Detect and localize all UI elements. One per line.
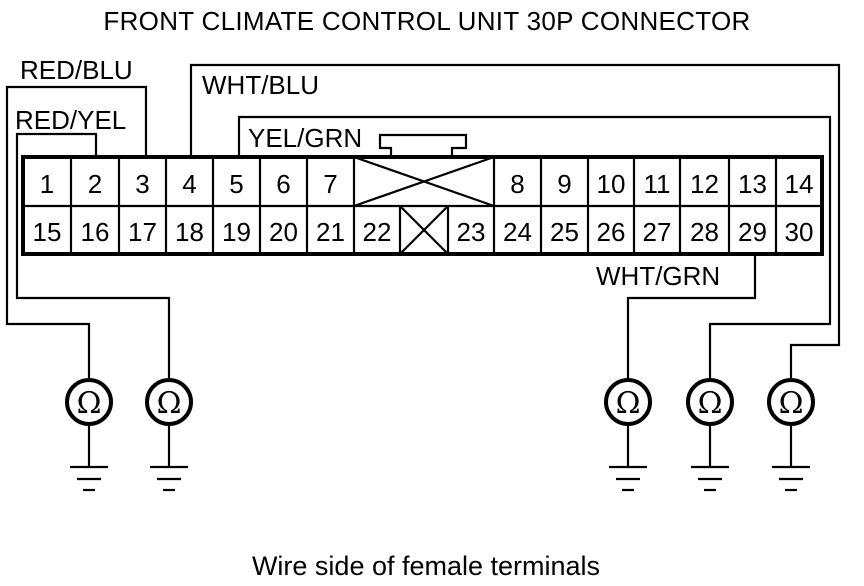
ground-icon bbox=[70, 465, 108, 492]
ohmmeter: Ω bbox=[767, 378, 815, 492]
bottom-row-pins: 15 16 17 18 19 20 21 22 23 24 25 26 27 28 29 30 bbox=[33, 217, 814, 247]
ohm-icon: Ω bbox=[698, 386, 723, 421]
wire-label-red-blu: RED/BLU bbox=[20, 55, 133, 85]
ohm-icon: Ω bbox=[157, 386, 182, 421]
pin-number: 8 bbox=[510, 169, 524, 199]
wire-red-yel bbox=[15, 132, 171, 380]
pin-number: 24 bbox=[503, 217, 532, 247]
wire-label-yel-grn: YEL/GRN bbox=[248, 123, 362, 153]
ohmmeter: Ω bbox=[604, 378, 652, 492]
connector-latch bbox=[378, 133, 468, 157]
pin-number: 3 bbox=[135, 169, 149, 199]
pin-number: 4 bbox=[182, 169, 196, 199]
ohm-icon: Ω bbox=[616, 386, 641, 421]
pin-number: 20 bbox=[269, 217, 298, 247]
pin-number: 16 bbox=[81, 217, 110, 247]
pin-number: 17 bbox=[128, 217, 157, 247]
diagram-caption: Wire side of female terminals bbox=[252, 551, 600, 581]
pin-number: 30 bbox=[785, 217, 814, 247]
blank-cavity-bottom bbox=[399, 205, 449, 255]
ground-icon bbox=[691, 465, 729, 492]
ground-icon bbox=[609, 465, 647, 492]
pin-number: 13 bbox=[738, 169, 767, 199]
wire-label-wht-grn: WHT/GRN bbox=[596, 261, 720, 291]
ohm-icon: Ω bbox=[779, 386, 804, 421]
ohmmeter: Ω bbox=[65, 378, 113, 492]
ground-icon bbox=[150, 465, 188, 492]
wire-wht-grn bbox=[626, 254, 757, 380]
wire-red-blu bbox=[5, 85, 148, 380]
pin-number: 2 bbox=[88, 169, 102, 199]
pin-number: 18 bbox=[175, 217, 204, 247]
pin-number: 7 bbox=[323, 169, 337, 199]
pin-number: 22 bbox=[363, 217, 392, 247]
pin-number: 29 bbox=[738, 217, 767, 247]
diagram-title: FRONT CLIMATE CONTROL UNIT 30P CONNECTOR bbox=[103, 6, 750, 36]
blank-cavity-top bbox=[353, 155, 495, 208]
top-row-dividers bbox=[69, 157, 778, 206]
pin-number: 1 bbox=[40, 169, 54, 199]
pin-number: 26 bbox=[597, 217, 626, 247]
wire-label-red-yel: RED/YEL bbox=[15, 105, 126, 135]
pin-number: 19 bbox=[222, 217, 251, 247]
pin-number: 25 bbox=[550, 217, 579, 247]
wire-wht-blu bbox=[189, 63, 841, 380]
pin-number: 9 bbox=[557, 169, 571, 199]
pin-number: 6 bbox=[276, 169, 290, 199]
pin-number: 15 bbox=[33, 217, 62, 247]
bottom-row-dividers bbox=[69, 206, 778, 254]
pin-number: 11 bbox=[644, 169, 671, 199]
pin-number: 12 bbox=[690, 169, 719, 199]
ohmmeter: Ω bbox=[686, 378, 734, 492]
wire-yel-grn bbox=[237, 115, 832, 380]
ground-icon bbox=[772, 465, 810, 492]
pin-number: 27 bbox=[643, 217, 672, 247]
pin-number: 21 bbox=[316, 217, 345, 247]
pin-number: 5 bbox=[229, 169, 243, 199]
pin-number: 14 bbox=[785, 169, 814, 199]
ohmmeter: Ω bbox=[145, 378, 193, 492]
pin-number: 23 bbox=[457, 217, 486, 247]
wiring bbox=[5, 63, 841, 380]
ohm-icon: Ω bbox=[77, 386, 102, 421]
pin-number: 28 bbox=[690, 217, 719, 247]
wire-label-wht-blu: WHT/BLU bbox=[202, 70, 319, 100]
pin-number: 10 bbox=[597, 169, 626, 199]
